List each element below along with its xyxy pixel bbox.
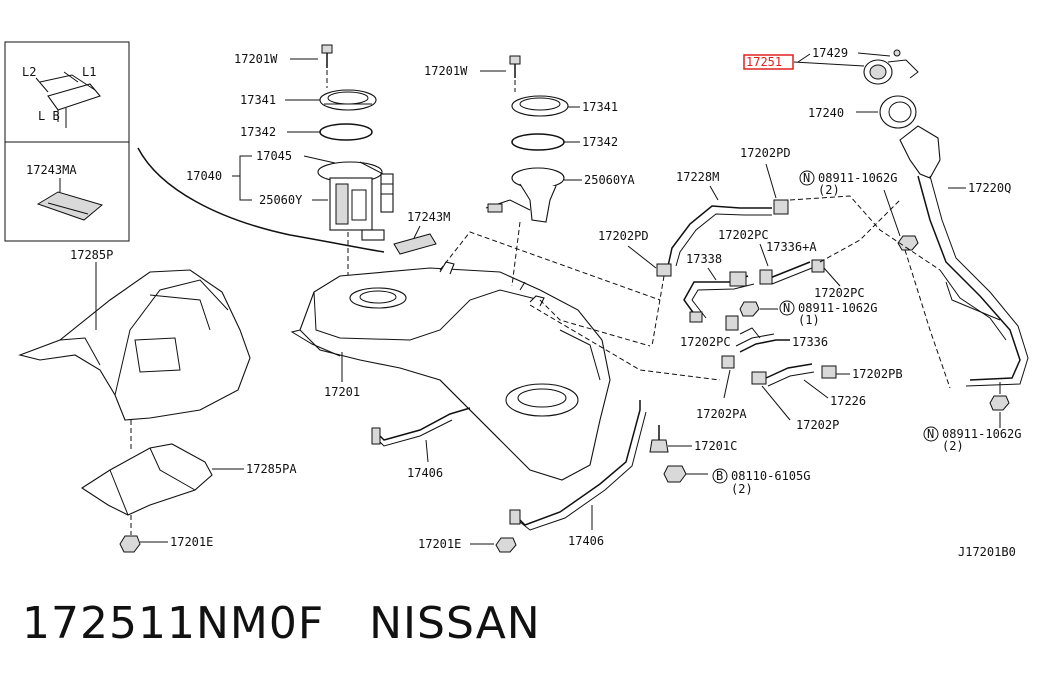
inset-17243ma-label: 17243MA [26,163,77,177]
gasket-left [319,123,373,141]
brand-name: NISSAN [369,598,541,649]
hose-17336 [739,339,790,353]
vent-line [137,147,385,253]
label-17341-left: 17341 [240,93,276,107]
heat-shield-lower [80,443,244,516]
lock-ring-left [319,89,377,111]
inset-lb-label: L B [38,109,60,123]
fuel-pump-right [485,167,565,223]
label-17342-right: 17342 [582,135,618,149]
circle-b: B [716,469,723,483]
inset-l1-label: L1 [82,65,96,79]
highlight-box-17251 [743,54,794,70]
label-17202pc-right: 17202PC [814,286,865,300]
hose-17228m [667,205,772,267]
gasket-right [511,133,565,151]
bolt-17201w-right [509,55,521,78]
label-08911-mid: 08911-1062G [798,301,877,315]
label-17201c: 17201C [694,439,737,453]
label-17202pa: 17202PA [696,407,747,421]
label-17336: 17336 [792,335,828,349]
hose-17336a [769,261,811,279]
filler-tube-17220q [899,125,1029,387]
part-number: 172511NM0F [22,598,325,649]
circle-n-mid: N [783,301,790,315]
label-17201w-left: 17201W [234,52,278,66]
circle-n-bottom: N [927,427,934,441]
pipe-17338 [683,271,755,323]
label-08911-top: 08911-1062G [818,171,897,185]
label-17251: 17251 [746,55,782,69]
label-17201e-right: 17201E [418,537,461,551]
label-17201: 17201 [324,385,360,399]
diagram-code: J17201B0 [958,545,1016,559]
label-17201e-left: 17201E [170,535,213,549]
clamp-17202p [751,371,767,385]
bolt-08110 [663,465,708,483]
qty-08911-top: (2) [818,183,840,197]
strap-17406-right [509,400,647,531]
label-17406-left: 17406 [407,466,443,480]
label-17226: 17226 [830,394,866,408]
pad-17243m [393,233,437,255]
nut-17201e-right [495,537,517,553]
heat-shield-upper [18,262,251,421]
circle-n-top: N [803,171,810,185]
clamp-17202pd-top [773,199,789,215]
inset-dimension-box: L2 L1 L B [4,41,130,242]
qty-08110: (2) [731,482,753,496]
label-17338: 17338 [686,252,722,266]
label-17341-right: 17341 [582,100,618,114]
label-17285p: 17285P [70,248,113,262]
label-08110: 08110-6105G [731,469,810,483]
clamp-17202pa [721,355,735,369]
clamp-17202pc-lower [725,315,739,331]
qty-08911-bottom: (2) [942,439,964,453]
bolt-17201w-left [321,44,333,68]
label-17243m: 17243M [407,210,450,224]
label-17202pd-left: 17202PD [598,229,649,243]
clamp-17202pd-left [656,263,672,277]
label-17202pc-lower: 17202PC [680,335,731,349]
fuel-pump-left [317,161,394,241]
label-25060ya: 25060YA [584,173,635,187]
inset-l2-label: L2 [22,65,36,79]
label-17285pa: 17285PA [246,462,297,476]
label-17336a: 17336+A [766,240,817,254]
filler-lid-17240 [879,95,917,129]
hose-17226 [765,363,813,379]
nut-08911-bottom [989,382,1010,411]
label-17202pc-top: 17202PC [718,228,769,242]
clamp-17202pc-right [811,259,825,273]
label-17202pd-top: 17202PD [740,146,791,160]
label-17240: 17240 [808,106,844,120]
clamp-17202pc-mid [759,269,773,285]
inset-17243ma-box: 17243MA [26,163,104,221]
label-17040: 17040 [186,169,222,183]
nut-17201e-left [119,535,141,553]
label-17429: 17429 [812,46,848,60]
fuel-tank-17201 [290,261,611,481]
label-17202pb: 17202PB [852,367,903,381]
label-17201w-right: 17201W [424,64,468,78]
label-08911-bottom: 08911-1062G [942,427,1021,441]
label-25060y: 25060Y [259,193,303,207]
footer-caption: 172511NM0F NISSAN [22,598,541,649]
bolt-17201c [649,425,669,453]
qty-08911-mid: (1) [798,313,820,327]
label-17342-left: 17342 [240,125,276,139]
nut-08911-mid [739,301,760,317]
fuel-cap-17251 [863,49,919,85]
lock-ring-right [511,95,569,117]
label-17202p: 17202P [796,418,839,432]
nut-08911-top [897,235,919,251]
strap-17406-left [371,407,471,447]
clamp-17202pb [821,365,837,379]
label-17406-right: 17406 [568,534,604,548]
label-17045: 17045 [256,149,292,163]
label-17220q: 17220Q [968,181,1011,195]
label-17228m: 17228M [676,170,719,184]
